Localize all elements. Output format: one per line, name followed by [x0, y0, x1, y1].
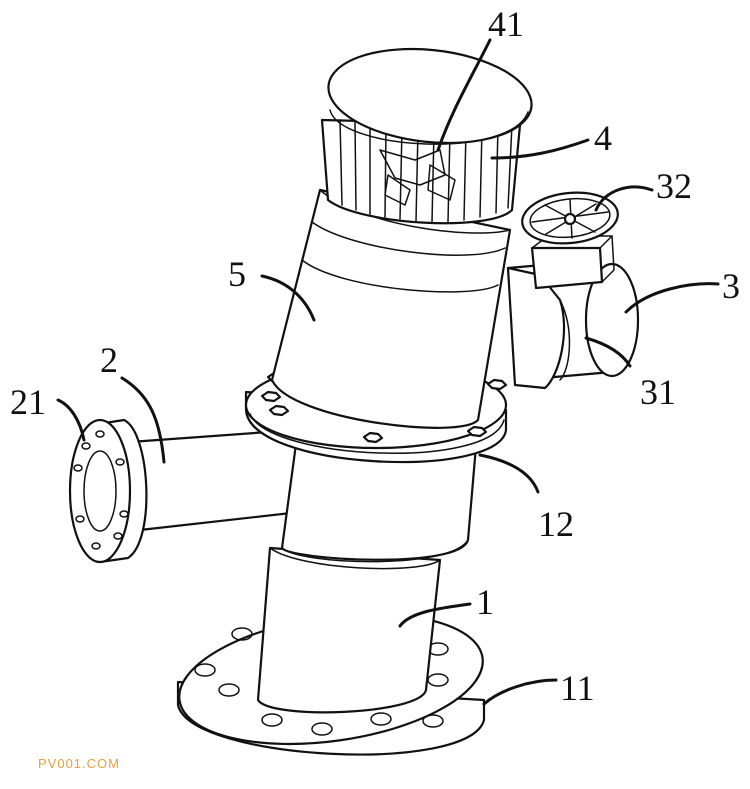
leader-11: [482, 678, 558, 706]
label-21: 21: [10, 382, 46, 422]
leader-2: [120, 376, 166, 464]
leader-21: [56, 398, 86, 442]
top-cap: [327, 47, 533, 145]
louver-cage: [320, 118, 522, 225]
leader-1: [398, 602, 472, 628]
label-4: 4: [594, 118, 612, 158]
label-1: 1: [476, 582, 494, 622]
louver-slats: [339, 119, 513, 223]
label-32: 32: [656, 166, 692, 206]
handwheel: [521, 191, 619, 245]
label-3: 3: [722, 266, 740, 306]
main-body-lower: [256, 546, 442, 714]
inlet-flange-bolt-holes: [73, 430, 129, 550]
fan-blades: [379, 149, 456, 206]
upper-cylinder: [270, 188, 512, 429]
leader-31: [584, 336, 632, 368]
inlet-flange: [68, 418, 148, 564]
leader-5: [260, 274, 316, 322]
leader-41: [436, 38, 492, 152]
leader-12: [478, 453, 540, 494]
leader-lines: [56, 38, 720, 706]
label-12: 12: [538, 504, 574, 544]
label-31: 31: [640, 372, 676, 412]
label-11: 11: [560, 668, 595, 708]
watermark-text: PV001.COM: [38, 756, 120, 771]
label-41: 41: [488, 4, 524, 44]
reference-numerals: 41 4 32 5 3 2 31 21 12 1 11: [10, 4, 740, 708]
leader-32: [594, 185, 654, 212]
label-5: 5: [228, 254, 246, 294]
middle-housing: [280, 442, 478, 563]
leader-3: [624, 282, 720, 314]
leader-4: [490, 138, 590, 160]
label-2: 2: [100, 340, 118, 380]
side-outlet: [506, 258, 640, 390]
